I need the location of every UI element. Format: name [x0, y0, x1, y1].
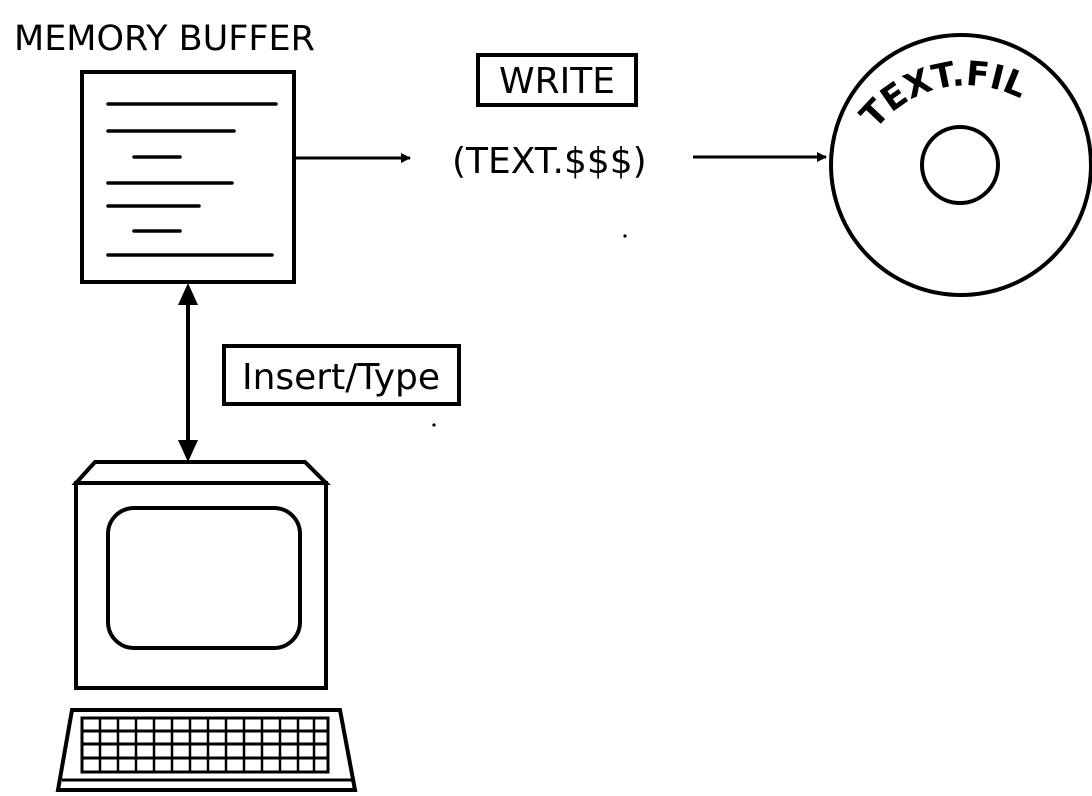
insert-type-box: Insert/Type — [222, 344, 461, 406]
double-arrow-icon — [178, 283, 198, 462]
memory-buffer-title: MEMORY BUFFER — [14, 19, 315, 59]
write-label: WRITE — [499, 61, 615, 102]
keyboard-icon — [55, 708, 358, 792]
scan-speck — [623, 234, 627, 238]
insert-type-label: Insert/Type — [242, 357, 440, 398]
scan-speck — [432, 423, 436, 427]
document-icon — [80, 70, 296, 284]
disk-icon: TEXT.FIL — [829, 33, 1092, 297]
write-box: WRITE — [476, 53, 638, 107]
terminal-icon — [71, 460, 331, 690]
temp-file-label: (TEXT.$$$) — [452, 141, 647, 182]
